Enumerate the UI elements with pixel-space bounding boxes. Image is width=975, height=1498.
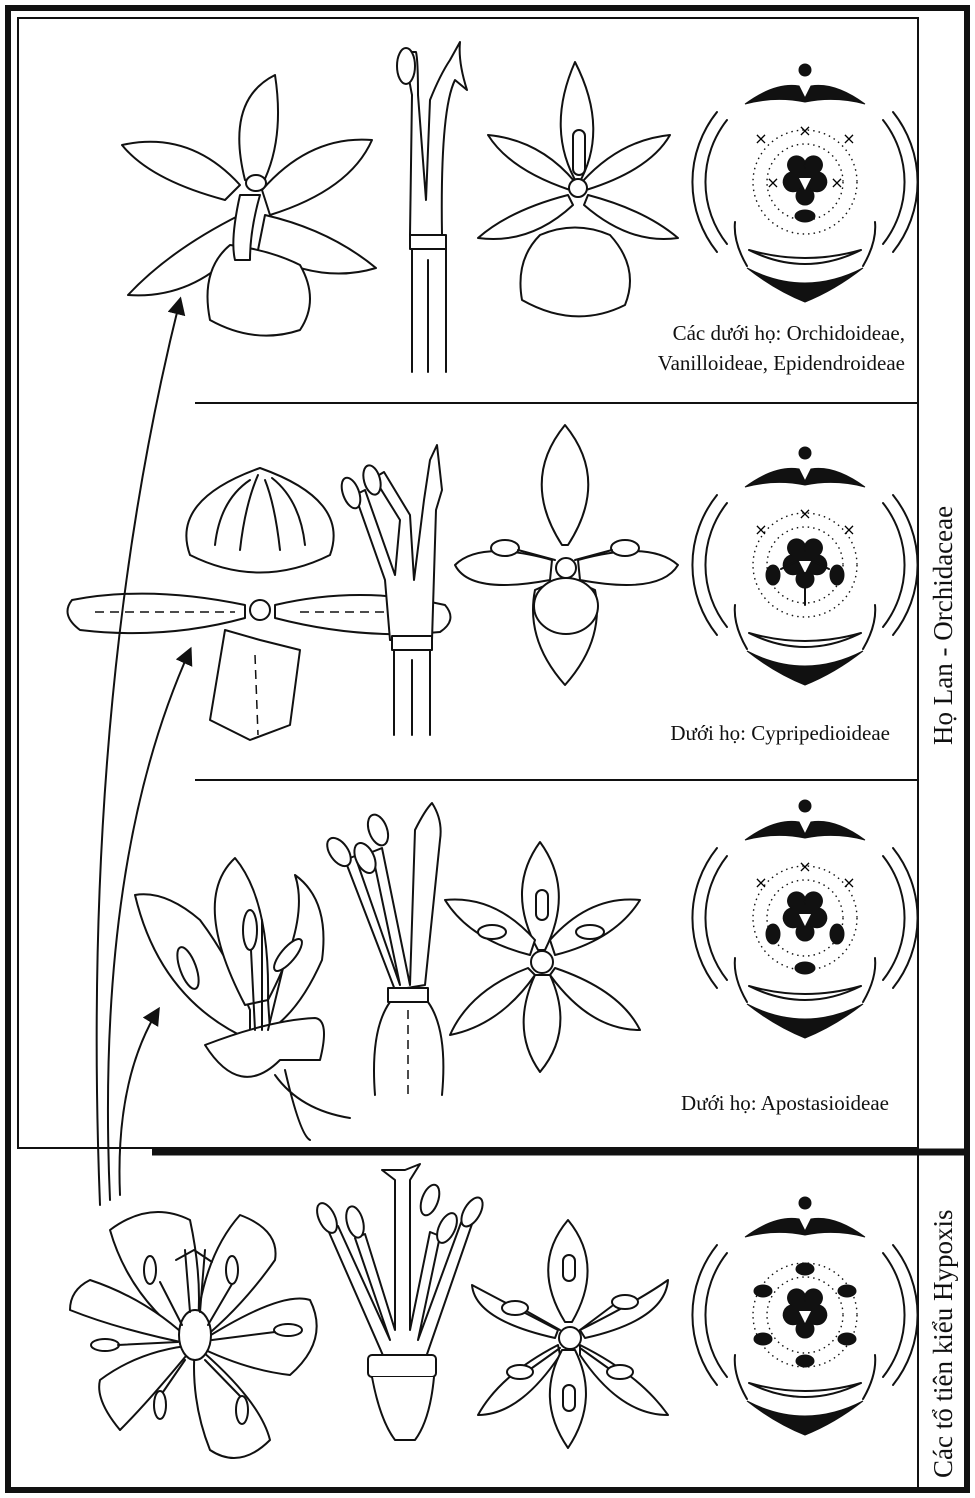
row2-column	[338, 445, 442, 735]
svg-text:×: ×	[754, 520, 767, 539]
orchid-panel-border	[18, 18, 918, 1148]
svg-text:×: ×	[766, 173, 779, 192]
svg-text:×: ×	[798, 121, 811, 140]
ancestor-column	[313, 1164, 487, 1440]
row2-floral-front-view	[455, 425, 678, 685]
row1-caption-line1: Các dưới họ: Orchidoideae,	[658, 318, 905, 348]
row3-whole-flower	[135, 858, 350, 1140]
row3-caption: Dưới họ: Apostasioideae	[681, 1088, 889, 1118]
row1-column	[397, 42, 467, 372]
svg-text:×: ×	[842, 129, 855, 148]
svg-text:×: ×	[798, 504, 811, 523]
row2-caption-line1: Dưới họ: Cypripedioideae	[670, 718, 890, 748]
svg-text:×: ×	[842, 873, 855, 892]
row3-floral-diagram: × × ×	[692, 800, 917, 1038]
ancestor-whole-flower	[70, 1212, 317, 1458]
row3-caption-line1: Dưới họ: Apostasioideae	[681, 1088, 889, 1118]
ancestor-label: Các tổ tiên kiểu Hypoxis	[928, 1210, 959, 1478]
row2-caption: Dưới họ: Cypripedioideae	[670, 718, 890, 748]
row3-column	[322, 803, 443, 1095]
svg-text:×: ×	[798, 857, 811, 876]
row1-caption: Các dưới họ: Orchidoideae, Vanilloideae,…	[658, 318, 905, 378]
family-label: Họ Lan - Orchidaceae	[928, 506, 959, 745]
row3-floral-front-view	[445, 842, 640, 1072]
svg-text:×: ×	[842, 520, 855, 539]
row1-whole-flower	[122, 75, 376, 336]
svg-text:×: ×	[754, 873, 767, 892]
svg-text:×: ×	[830, 173, 843, 192]
row1-caption-line2: Vanilloideae, Epidendroideae	[658, 348, 905, 378]
row1-floral-front-view	[478, 62, 678, 316]
row1-floral-diagram: × × × × ×	[692, 64, 917, 302]
ancestor-floral-front-view	[472, 1220, 668, 1448]
arrow-to-row3	[119, 1010, 158, 1195]
ancestor-floral-diagram	[692, 1197, 917, 1435]
svg-text:×: ×	[754, 129, 767, 148]
row2-floral-diagram: × × ×	[692, 447, 917, 685]
